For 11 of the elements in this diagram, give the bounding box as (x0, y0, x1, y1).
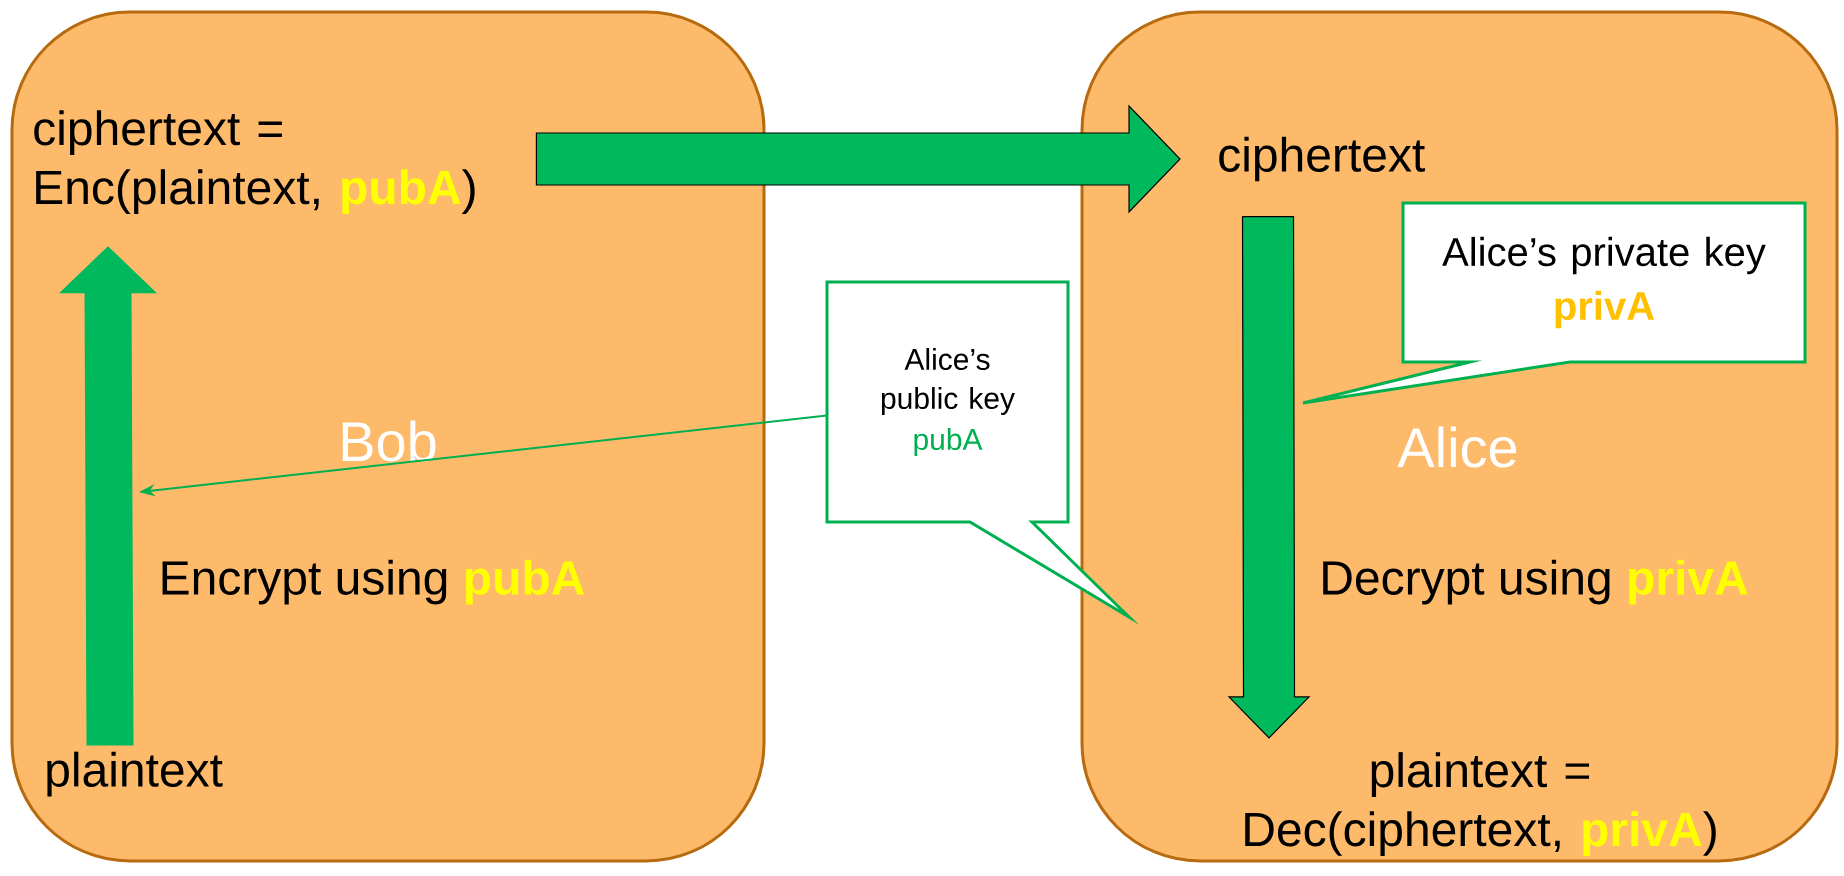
block-arrow (1227, 216, 1311, 739)
text-label: plaintext (47, 751, 223, 797)
block-arrow (535, 104, 1181, 214)
edge-label: Decrypt using privA (1323, 559, 1748, 605)
callout-box: Alice’s public key pubA (825, 280, 1140, 625)
edge-label: Encrypt using pubA (162, 559, 585, 605)
block-arrow (59, 246, 157, 746)
text-label: plaintext = Dec(ciphertext, privA) (1245, 752, 1716, 856)
text-label: ciphertext (1219, 136, 1425, 182)
text-label: ciphertext = Enc(plaintext, pubA) (34, 110, 475, 214)
callout-box: Alice’s private key privA (1301, 201, 1807, 405)
